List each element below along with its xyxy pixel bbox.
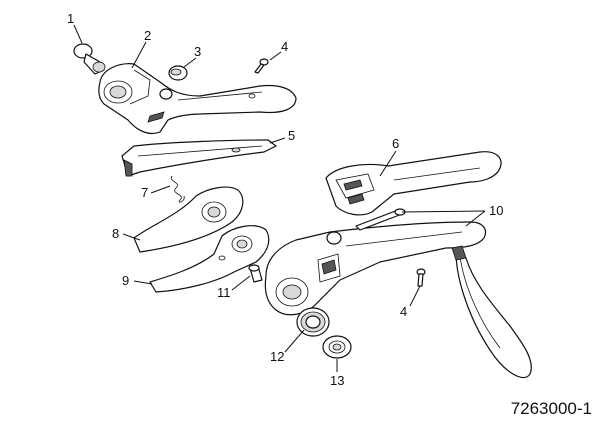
part-3-plug [168,65,188,81]
part-1-knob [73,43,106,75]
part-8-upper-blade [133,186,244,253]
main-handle-body [264,221,487,316]
callout-9: 9 [122,273,129,288]
leader-lines [73,24,486,372]
part-13-nut [322,335,352,359]
part-9-lower-blade [149,225,270,293]
part-11-pin [248,264,263,283]
callout-4-upper: 4 [281,39,288,54]
part-7-spring [170,175,185,203]
callout-labels: 1 2 3 4 5 6 7 8 9 10 11 4 12 13 [67,11,503,388]
part-2-upper-handle [98,63,297,135]
part-6-cover [325,151,502,216]
callout-2: 2 [144,28,151,43]
callout-6: 6 [392,136,399,151]
callout-1: 1 [67,11,74,26]
part-5-insert [121,139,277,177]
document-number: 7263000-1 [511,399,592,418]
callout-13: 13 [330,373,344,388]
part-10-rod [355,208,406,231]
lanyard-strap [451,245,532,379]
callout-11: 11 [217,285,231,300]
callout-10: 10 [489,203,503,218]
callout-4-lower: 4 [400,304,407,319]
part-12-bearing [296,307,330,337]
callout-3: 3 [194,44,201,59]
part-4-screw-upper [254,58,269,74]
part-4-screw-lower [416,268,426,287]
callout-8: 8 [112,226,119,241]
callout-12: 12 [270,349,284,364]
callout-5: 5 [288,128,295,143]
callout-7: 7 [141,185,148,200]
